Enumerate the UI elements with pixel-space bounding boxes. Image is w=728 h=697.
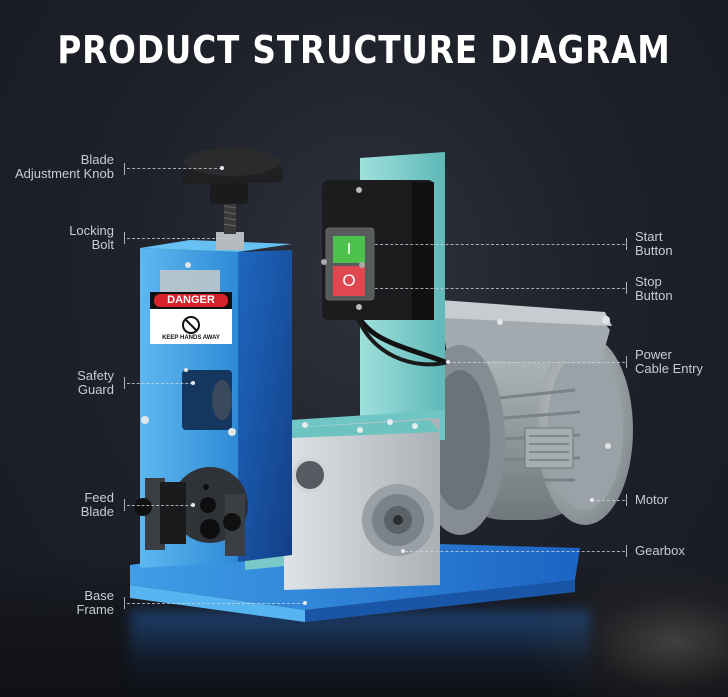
callout-tick <box>626 494 627 506</box>
feed-blade-part <box>134 467 248 556</box>
leader-line-power-cable-entry <box>448 362 625 363</box>
callout-start-button: Start Button <box>635 230 673 258</box>
leader-line-feed-blade <box>127 505 193 506</box>
callout-base-frame: Base Frame <box>0 589 114 617</box>
danger-sign-body: KEEP HANDS AWAY <box>162 335 220 341</box>
callout-label-line1: Stop <box>635 274 662 289</box>
callout-label-line1: Safety <box>77 368 114 383</box>
danger-sign <box>150 292 232 344</box>
callout-tick <box>124 377 125 389</box>
anchor-dot <box>401 549 405 553</box>
callout-safety-guard: Safety Guard <box>0 369 114 397</box>
callout-label-line2: Button <box>635 288 673 303</box>
callout-tick <box>124 597 125 609</box>
anchor-dot <box>303 601 307 605</box>
callout-tick <box>124 163 125 175</box>
callout-label-line1: Gearbox <box>635 543 685 558</box>
leader-line-safety-guard <box>127 383 193 384</box>
callout-motor: Motor <box>635 493 668 507</box>
callout-tick <box>626 545 627 557</box>
callout-feed-blade: Feed Blade <box>0 491 114 519</box>
callout-label-line1: Start <box>635 229 663 244</box>
callout-label-line1: Motor <box>635 492 669 507</box>
leader-line-base-frame <box>127 603 305 604</box>
callout-label-line1: Blade <box>80 152 114 167</box>
leader-line-motor <box>592 500 625 501</box>
machine-reflection <box>130 610 590 697</box>
callout-locking-bolt: Locking Bolt <box>0 224 114 252</box>
callout-label-line2: Frame <box>76 602 114 617</box>
leader-line-locking-bolt <box>127 238 230 239</box>
anchor-dot <box>191 503 195 507</box>
callout-tick <box>626 238 627 250</box>
gearbox-part <box>284 418 440 590</box>
callout-gearbox: Gearbox <box>635 544 685 558</box>
anchor-dot <box>220 166 224 170</box>
callout-label-line1: Locking <box>69 223 114 238</box>
callout-label-line1: Feed <box>84 490 114 505</box>
motor-part <box>415 300 633 535</box>
callout-label-line1: Base <box>84 588 114 603</box>
callout-label-line1: Power <box>635 347 672 362</box>
start-button: I <box>346 241 352 258</box>
stop-button: O <box>342 271 356 290</box>
page-title: PRODUCT STRUCTURE DIAGRAM <box>57 28 671 72</box>
callout-label-line2: Adjustment Knob <box>14 166 114 181</box>
callout-label-line2: Bolt <box>91 237 114 252</box>
callout-label-line2: Blade <box>80 504 114 519</box>
leader-line-start-button <box>375 244 625 245</box>
leader-line-blade-adjustment-knob <box>127 168 222 169</box>
knob-and-bolt <box>182 148 283 250</box>
switch-box <box>321 180 434 320</box>
danger-sign-header: DANGER <box>167 294 215 306</box>
callout-blade-adjustment-knob: Blade Adjustment Knob <box>0 153 114 181</box>
callout-power-cable-entry: Power Cable Entry <box>635 348 703 376</box>
callout-label-line2: Button <box>635 243 673 258</box>
callout-tick <box>124 499 125 511</box>
callout-tick <box>626 356 627 368</box>
callout-tick <box>626 282 627 294</box>
leader-line-stop-button <box>375 288 625 289</box>
callout-tick <box>124 232 125 244</box>
callout-label-line2: Guard <box>77 382 114 397</box>
callout-label-line2: Cable Entry <box>635 361 703 376</box>
anchor-dot <box>191 381 195 385</box>
leader-line-gearbox <box>405 551 625 552</box>
callout-stop-button: Stop Button <box>635 275 673 303</box>
